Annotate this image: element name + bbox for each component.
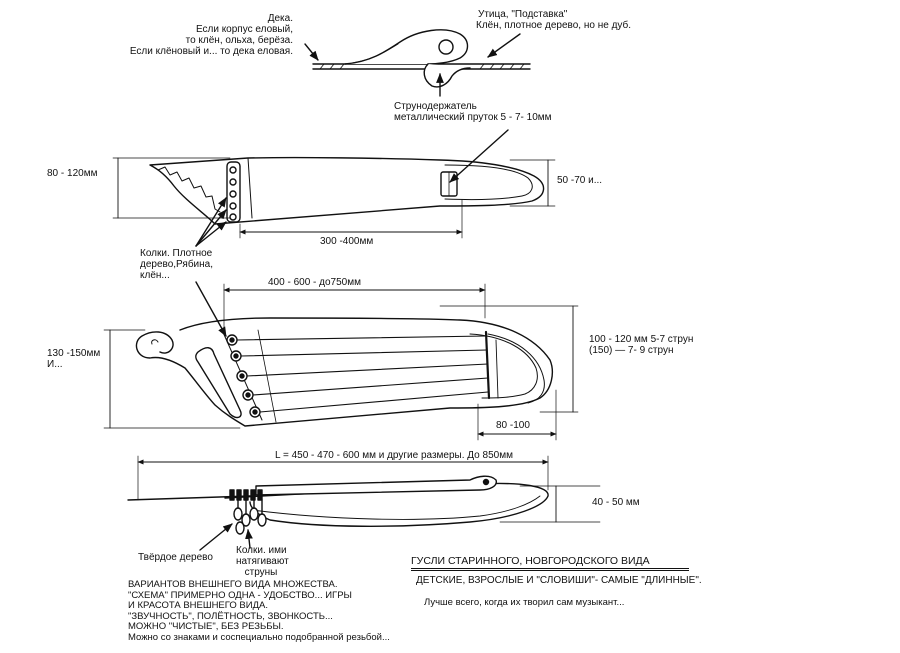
top-slot bbox=[196, 348, 241, 418]
label-tailpiece-line: металлический пруток 5 - 7- 10мм bbox=[394, 112, 552, 123]
label-dim-40-50: 40 - 50 мм bbox=[592, 497, 640, 508]
label-pegs-wood: Колки. Плотное дерево,Рябина, клён... bbox=[140, 248, 213, 281]
arrow-hardwood bbox=[200, 524, 233, 550]
variants-line: И КРАСОТА ВНЕШНЕГО ВИДА. bbox=[128, 600, 268, 611]
label-pegs-tension-line: натягивают bbox=[236, 556, 289, 567]
arrow-tailpiece-2 bbox=[449, 130, 508, 182]
variants-line: "СХЕМА" ПРИМЕРНО ОДНА - УДОБСТВО... ИГРЫ bbox=[128, 589, 352, 601]
top-view bbox=[104, 282, 578, 440]
bridge-hole bbox=[439, 40, 453, 54]
bridge-shape bbox=[345, 30, 468, 64]
side-profile bbox=[113, 130, 555, 246]
label-tailpiece: Струнодержатель металлический пруток 5 -… bbox=[394, 101, 552, 123]
long-top-board bbox=[256, 476, 496, 495]
label-soundboard-line: Дека. bbox=[267, 13, 293, 24]
arrow-peg-3 bbox=[196, 222, 227, 246]
arrow-soundboard bbox=[305, 44, 318, 61]
title: ГУСЛИ СТАРИННОГО, НОВГОРОДСКОГО ВИДА bbox=[411, 556, 689, 571]
label-dim-50-70: 50 -70 и... bbox=[557, 175, 603, 186]
label-dim-strings: 100 - 120 мм 5-7 струн (150) — 7- 9 стру… bbox=[589, 334, 693, 356]
bridge-inner-line bbox=[352, 44, 398, 63]
long-side-view bbox=[128, 456, 600, 550]
label-pegs-wood-line: дерево,Рябина, bbox=[140, 259, 213, 270]
label-dim-80-100: 80 -100 bbox=[496, 420, 530, 431]
variants-line: "ЗВУЧНОСТЬ", ПОЛЁТНОСТЬ, ЗВОНКОСТЬ... bbox=[128, 610, 333, 622]
label-tailpiece-line: Струнодержатель bbox=[394, 101, 477, 112]
variants-line: Можно со знаками и соспециально подобран… bbox=[128, 631, 390, 643]
profile-inner-curve bbox=[445, 165, 532, 200]
label-pegs-tension: Колки. ими натягивают струны bbox=[236, 545, 289, 578]
label-soundboard-line: Если клёновый и... то дека еловая. bbox=[129, 46, 293, 57]
long-pegs bbox=[230, 490, 266, 534]
profile-peg-holes bbox=[227, 162, 240, 222]
arrow-peg-1 bbox=[196, 197, 226, 246]
label-dim-length: L = 450 - 470 - 600 мм и другие размеры.… bbox=[275, 450, 513, 461]
arrow-bridge bbox=[487, 34, 520, 57]
label-dim-300-400: 300 -400мм bbox=[320, 236, 374, 247]
arrow-pegs-tension bbox=[245, 529, 253, 548]
arrow-peg-top bbox=[196, 282, 226, 337]
label-pegs-tension-line: Колки. ими bbox=[236, 545, 287, 556]
label-dim-400-750: 400 - 600 - до750мм bbox=[268, 277, 361, 288]
variants-line: ВАРИАНТОВ ВНЕШНЕГО ВИДА МНОЖЕСТВА. bbox=[128, 579, 338, 590]
label-bridge-line: Утица, "Подставка" bbox=[478, 9, 568, 20]
label-pegs-tension-line: струны bbox=[244, 567, 278, 578]
label-dim-130-150-line: 130 -150мм bbox=[47, 348, 101, 359]
variants-line: МОЖНО "ЧИСТЫЕ", БЕЗ РЕЗЬБЫ. bbox=[128, 621, 284, 632]
arrow-peg-2 bbox=[196, 209, 226, 246]
profile-carved-end bbox=[150, 165, 220, 212]
top-inner-curve bbox=[470, 334, 537, 398]
label-hardwood: Твёрдое дерево bbox=[138, 552, 213, 563]
profile-outline bbox=[150, 158, 544, 224]
label-dim-80-120: 80 - 120мм bbox=[47, 168, 98, 179]
profile-head-line bbox=[248, 158, 252, 218]
soundboard-hatch bbox=[320, 64, 524, 69]
scroll-spiral bbox=[152, 340, 158, 344]
top-outline bbox=[136, 318, 552, 426]
bridge-detail bbox=[305, 30, 530, 96]
label-pegs-wood-line: Колки. Плотное bbox=[140, 248, 213, 259]
long-body-inner bbox=[252, 496, 540, 519]
label-bridge: Утица, "Подставка" Клён, плотное дерево,… bbox=[476, 9, 631, 31]
label-pegs-wood-line: клён... bbox=[140, 270, 170, 281]
top-rim bbox=[488, 334, 544, 403]
subtitle: ДЕТСКИЕ, ВЗРОСЛЫЕ И "СЛОВИШИ"- САМЫЕ "ДЛ… bbox=[416, 575, 702, 586]
variants-text: ВАРИАНТОВ ВНЕШНЕГО ВИДА МНОЖЕСТВА. "СХЕМ… bbox=[128, 579, 390, 643]
label-soundboard-line: то клён, ольха, берёза. bbox=[185, 35, 293, 46]
label-dim-130-150: 130 -150мм И... bbox=[47, 348, 100, 370]
label-dim-130-150-line: И... bbox=[47, 359, 63, 370]
tailpiece-hook bbox=[424, 64, 470, 87]
note: Лучше всего, когда их творил сам музыкан… bbox=[424, 597, 625, 608]
label-soundboard-line: Если корпус еловый, bbox=[195, 24, 293, 35]
label-bridge-line: Клён, плотное дерево, но не дуб. bbox=[476, 20, 632, 31]
label-soundboard: Дека. Если корпус еловый, то клён, ольха… bbox=[115, 13, 293, 57]
label-dim-strings-line: (150) — 7- 9 струн bbox=[589, 345, 674, 356]
top-strings bbox=[237, 336, 488, 412]
top-tailpiece-bar bbox=[486, 332, 489, 398]
label-dim-strings-line: 100 - 120 мм 5-7 струн bbox=[589, 334, 694, 345]
